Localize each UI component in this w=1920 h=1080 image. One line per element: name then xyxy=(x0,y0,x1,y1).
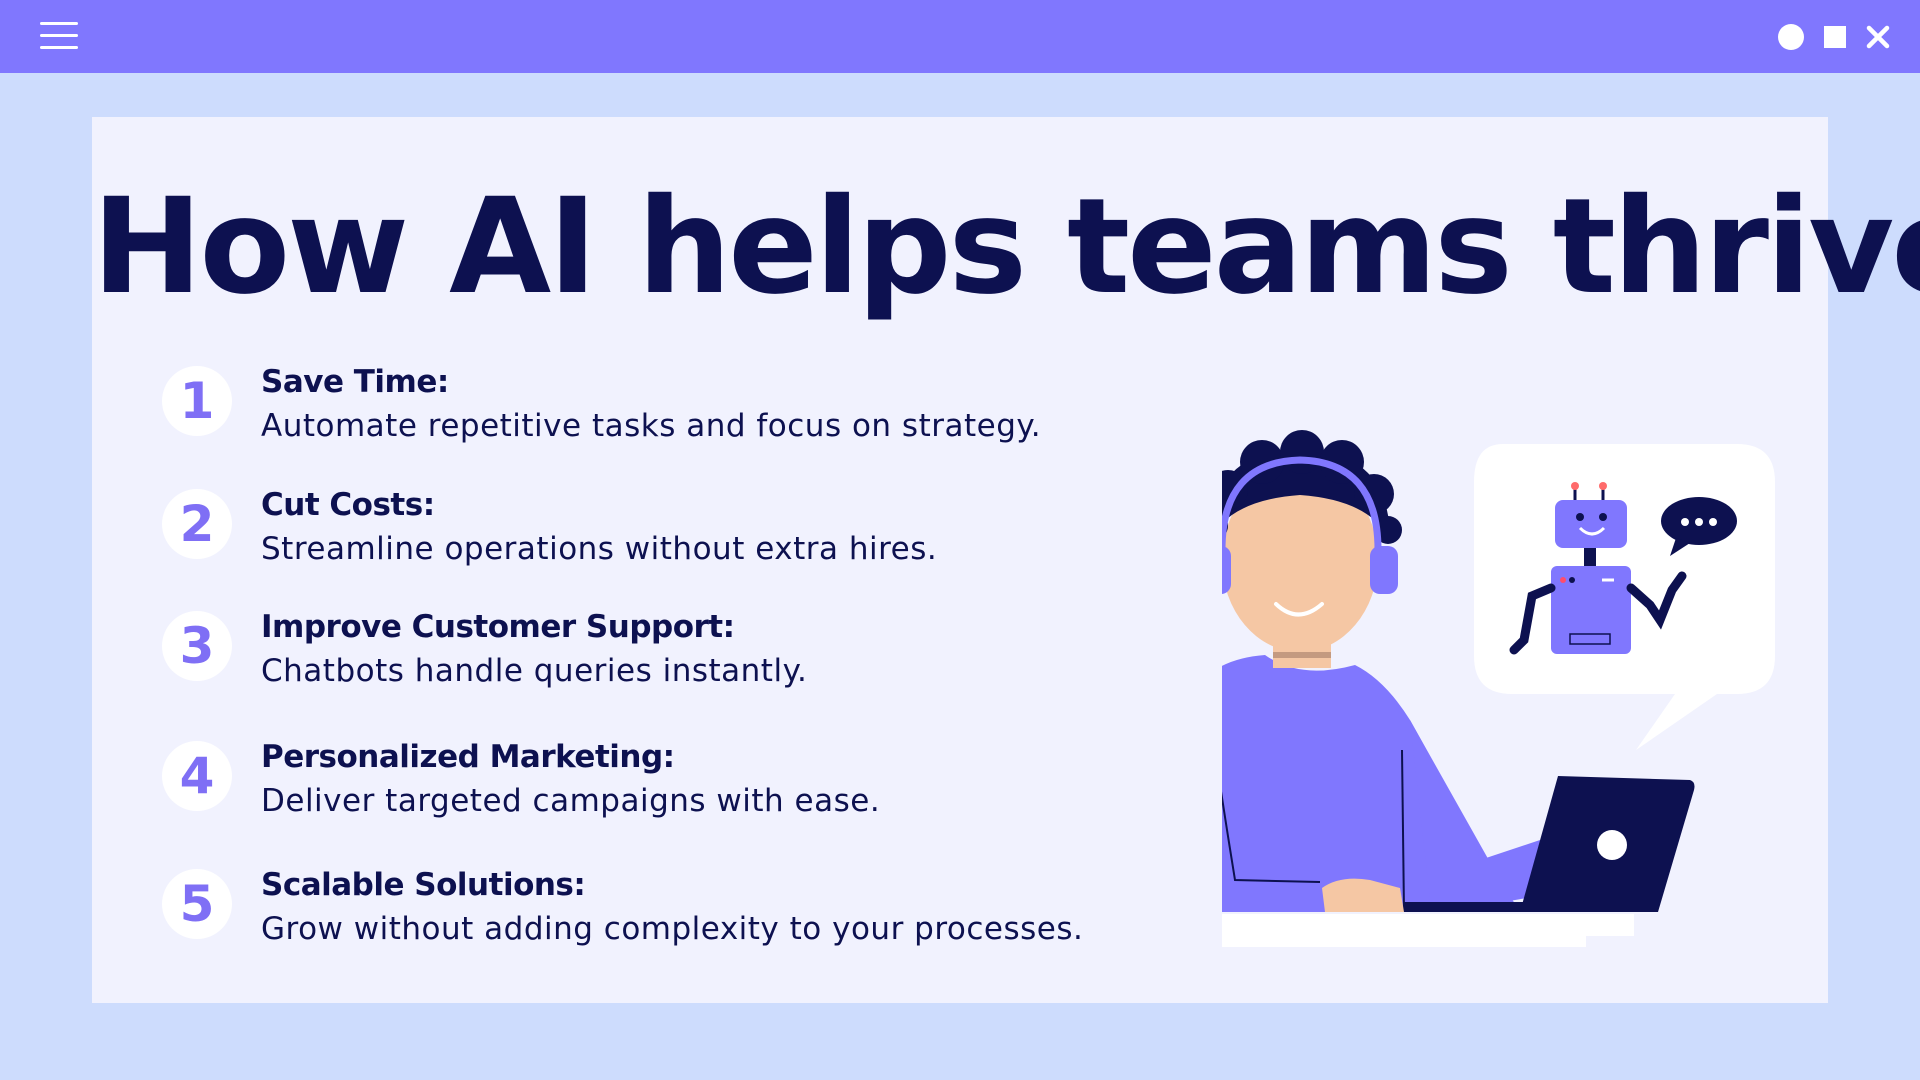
person-with-headset-illustration xyxy=(1222,430,1775,947)
robot-icon xyxy=(1509,482,1687,655)
item-number-badge: 4 xyxy=(162,741,232,811)
item-description: Chatbots handle queries instantly. xyxy=(261,653,808,689)
item-number-badge: 3 xyxy=(162,611,232,681)
list-item: 5 Scalable Solutions: Grow without addin… xyxy=(162,867,1162,967)
desk-top xyxy=(1222,914,1634,936)
item-title: Scalable Solutions: xyxy=(261,867,586,903)
list-item: 3 Improve Customer Support: Chatbots han… xyxy=(162,609,1162,709)
desk-edge xyxy=(1222,936,1586,947)
hamburger-menu-icon[interactable] xyxy=(40,22,78,50)
laptop-icon xyxy=(1404,776,1695,912)
item-description: Deliver targeted campaigns with ease. xyxy=(261,783,881,819)
item-title: Cut Costs: xyxy=(261,487,435,523)
list-item: 1 Save Time: Automate repetitive tasks a… xyxy=(162,364,1162,464)
item-description: Automate repetitive tasks and focus on s… xyxy=(261,408,1042,444)
slide-card: How AI helps teams thrive 1 Save Time: A… xyxy=(92,117,1920,1003)
slide-title: How AI helps teams thrive xyxy=(92,170,1920,324)
item-description: Streamline operations without extra hire… xyxy=(261,531,938,567)
minimize-circle-icon[interactable] xyxy=(1778,24,1804,50)
person-icon xyxy=(1222,430,1560,913)
item-number-badge: 1 xyxy=(162,366,232,436)
item-title: Personalized Marketing: xyxy=(261,739,675,775)
title-bar xyxy=(0,0,1920,73)
close-x-icon[interactable] xyxy=(1866,25,1890,49)
list-item: 2 Cut Costs: Streamline operations witho… xyxy=(162,487,1162,587)
item-description: Grow without adding complexity to your p… xyxy=(261,911,1084,947)
window-controls xyxy=(1778,24,1890,50)
item-number-badge: 2 xyxy=(162,489,232,559)
list-item: 4 Personalized Marketing: Deliver target… xyxy=(162,739,1162,839)
chat-dots-icon xyxy=(1661,497,1737,556)
item-title: Improve Customer Support: xyxy=(261,609,735,645)
item-number-badge: 5 xyxy=(162,869,232,939)
maximize-square-icon[interactable] xyxy=(1824,26,1846,48)
item-title: Save Time: xyxy=(261,364,449,400)
